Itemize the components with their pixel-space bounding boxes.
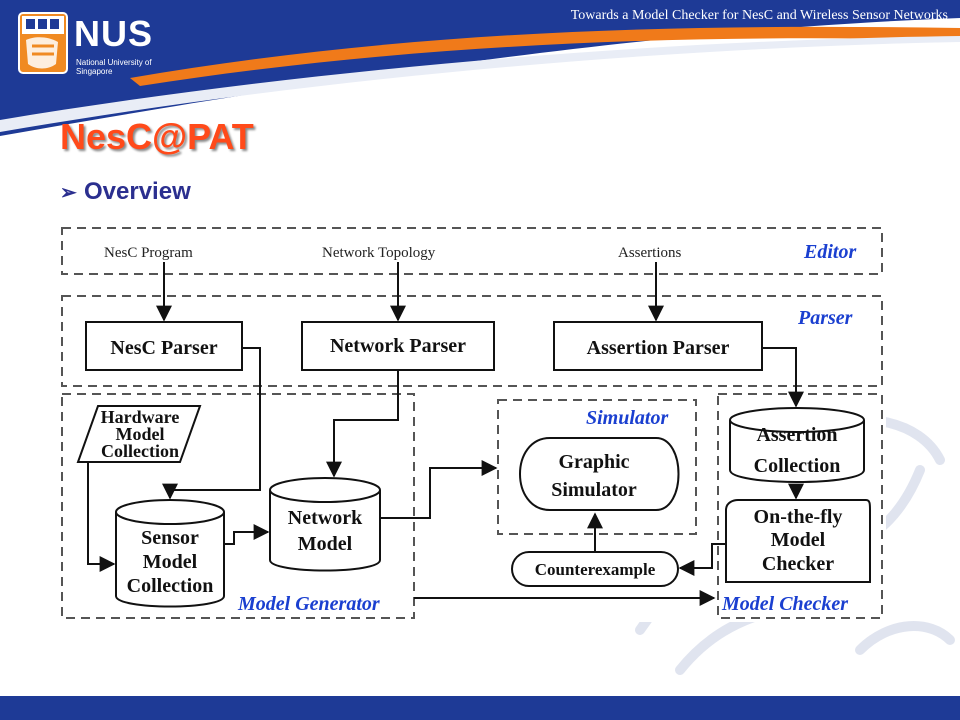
sensor-line-2: Model: [143, 551, 198, 573]
arrow-assertion-parser-to-collection: [762, 347, 804, 408]
assertion-parser-label: Assertion Parser: [587, 337, 730, 359]
graphic-simulator-line-1: Graphic: [558, 451, 629, 473]
deck-title: Towards a Model Checker for NesC and Wir…: [570, 8, 948, 23]
parser-section: [61, 295, 883, 387]
network-model-node: [269, 477, 381, 572]
model-generator-label: Model Generator: [237, 593, 380, 615]
model-checker-line-2: Model: [771, 529, 826, 551]
graphic-simulator-node: [519, 437, 680, 511]
arrow-bullet-icon: ➢: [60, 182, 77, 204]
parser-label: Parser: [797, 307, 853, 329]
graphic-simulator-line-2: Simulator: [551, 479, 637, 501]
arrow-checker-to-counterexample: [678, 543, 726, 576]
input-network-topology: Network Topology: [322, 245, 436, 261]
slide-title: NesC@PAT: [60, 116, 254, 157]
model-generator-section: [61, 393, 415, 619]
hardware-line-3: Collection: [101, 441, 179, 461]
input-nesc-program: NesC Program: [104, 245, 193, 261]
arrow-network-parser-to-network-model: [326, 370, 399, 478]
logo-subtitle: National University of Singapore: [76, 58, 152, 76]
hardware-model-collection-node: [76, 405, 202, 463]
hardware-line-1: Hardware: [101, 407, 180, 427]
sensor-line-3: Collection: [127, 575, 214, 597]
assertion-parser-node: [553, 321, 763, 371]
model-checker-line-1: On-the-fly: [754, 506, 843, 528]
footer-bar: [0, 696, 960, 720]
logo-wordmark: NUS: [74, 13, 154, 54]
input-assertions: Assertions: [618, 245, 681, 261]
network-parser-label: Network Parser: [330, 335, 466, 357]
assertion-collection-line-2: Collection: [754, 455, 841, 477]
sensor-model-collection-node: [115, 499, 225, 608]
network-model-line-2: Model: [298, 533, 353, 555]
assertion-collection-node: [729, 407, 865, 483]
nesc-parser-label: NesC Parser: [110, 337, 217, 359]
nus-crest-icon: [18, 12, 68, 74]
architecture-diagram: Editor Parser Model Generator Simulator …: [58, 224, 886, 622]
arrow-hardware-to-sensor: [87, 462, 116, 572]
assertion-collection-line-1: Assertion: [756, 424, 837, 446]
model-checker-label: Model Checker: [721, 593, 848, 615]
arrow-nesc-parser-to-sensor: [162, 347, 261, 500]
simulator-label: Simulator: [586, 407, 668, 429]
arrow-network-model-to-simulator: [380, 460, 498, 519]
nesc-parser-node: [85, 321, 243, 371]
arrow-sensor-to-network-model: [224, 524, 270, 545]
counterexample-label: Counterexample: [535, 560, 656, 579]
header-swoosh: [0, 0, 960, 136]
network-parser-node: [301, 321, 495, 371]
simulator-section: [497, 399, 697, 535]
editor-section: [61, 227, 883, 275]
slide-header: Towards a Model Checker for NesC and Wir…: [0, 0, 960, 140]
model-checker-line-3: Checker: [762, 553, 834, 575]
bullet-text: Overview: [84, 178, 191, 205]
nus-logo: NUS National University of Singapore: [18, 12, 168, 92]
bullet-overview: ➢ Overview: [60, 178, 191, 206]
network-model-line-1: Network: [288, 507, 363, 529]
hardware-line-2: Model: [116, 424, 165, 444]
sensor-line-1: Sensor: [141, 527, 199, 549]
editor-label: Editor: [803, 241, 856, 263]
model-checker-node: [725, 499, 871, 583]
